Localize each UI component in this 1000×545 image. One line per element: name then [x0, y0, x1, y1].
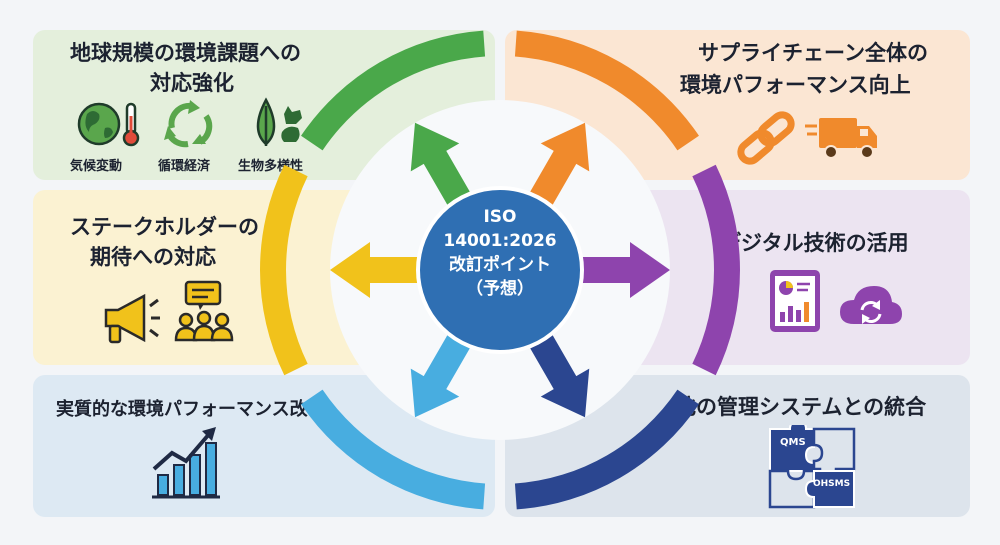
chain-link-icon	[737, 111, 795, 165]
caption-circular: 循環経済	[158, 159, 211, 174]
cloud-sync-icon	[840, 286, 902, 324]
biodiversity-icon	[256, 97, 302, 146]
bar-chart-growth-icon	[152, 427, 220, 499]
arrow-orange	[523, 122, 590, 216]
center-label: ISO 14001:2026 改訂ポイント （予想）	[413, 205, 587, 301]
panel-title: 期待への対応	[90, 245, 216, 269]
panel-title: 実質的な環境パフォーマンス改善	[56, 399, 326, 420]
arrow-navy	[523, 324, 590, 418]
center-line-3: 改訂ポイント	[449, 255, 551, 275]
arrow-yellow	[330, 242, 430, 298]
ring-segment-green	[301, 30, 486, 151]
ring-segment-light-blue	[301, 389, 486, 510]
ring-segment-navy	[514, 389, 699, 510]
center-hub	[416, 186, 584, 354]
tablet-dashboard-icon	[770, 270, 820, 332]
globe-thermometer-icon	[77, 102, 140, 147]
center-line-2: 14001:2026	[443, 231, 557, 251]
delivery-truck-icon	[805, 118, 877, 159]
center-line-1: ISO	[483, 207, 517, 227]
megaphone-icon	[104, 293, 160, 344]
caption-climate: 気候変動	[70, 159, 123, 174]
puzzle-label-ohsms: OHSMS	[813, 479, 851, 489]
panel-title: 他の管理システムとの統合	[675, 395, 927, 419]
puzzle-label-qms: QMS	[780, 437, 806, 448]
panel-title: ステークホルダーの	[70, 215, 259, 239]
arrow-light-blue	[410, 324, 477, 418]
panel-title: サプライチェーン全体の	[698, 41, 928, 65]
center-line-4: （予想）	[466, 279, 534, 299]
arrow-green	[410, 122, 477, 216]
recycle-icon	[164, 100, 213, 148]
panel-title: 対応強化	[150, 71, 234, 95]
ring-segment-orange	[514, 30, 699, 151]
direction-arrows	[330, 122, 670, 418]
panel-title: 地球規模の環境課題への	[70, 41, 301, 65]
ring-segment-purple	[692, 164, 740, 376]
ring-segment-yellow	[260, 164, 308, 376]
puzzle-integration-icon	[768, 425, 856, 509]
panel-title: 環境パフォーマンス向上	[680, 73, 911, 97]
arrow-purple	[570, 242, 670, 298]
panel-title: デジタル技術の活用	[720, 231, 909, 255]
people-feedback-icon	[174, 280, 234, 342]
segment-ring	[260, 30, 740, 510]
